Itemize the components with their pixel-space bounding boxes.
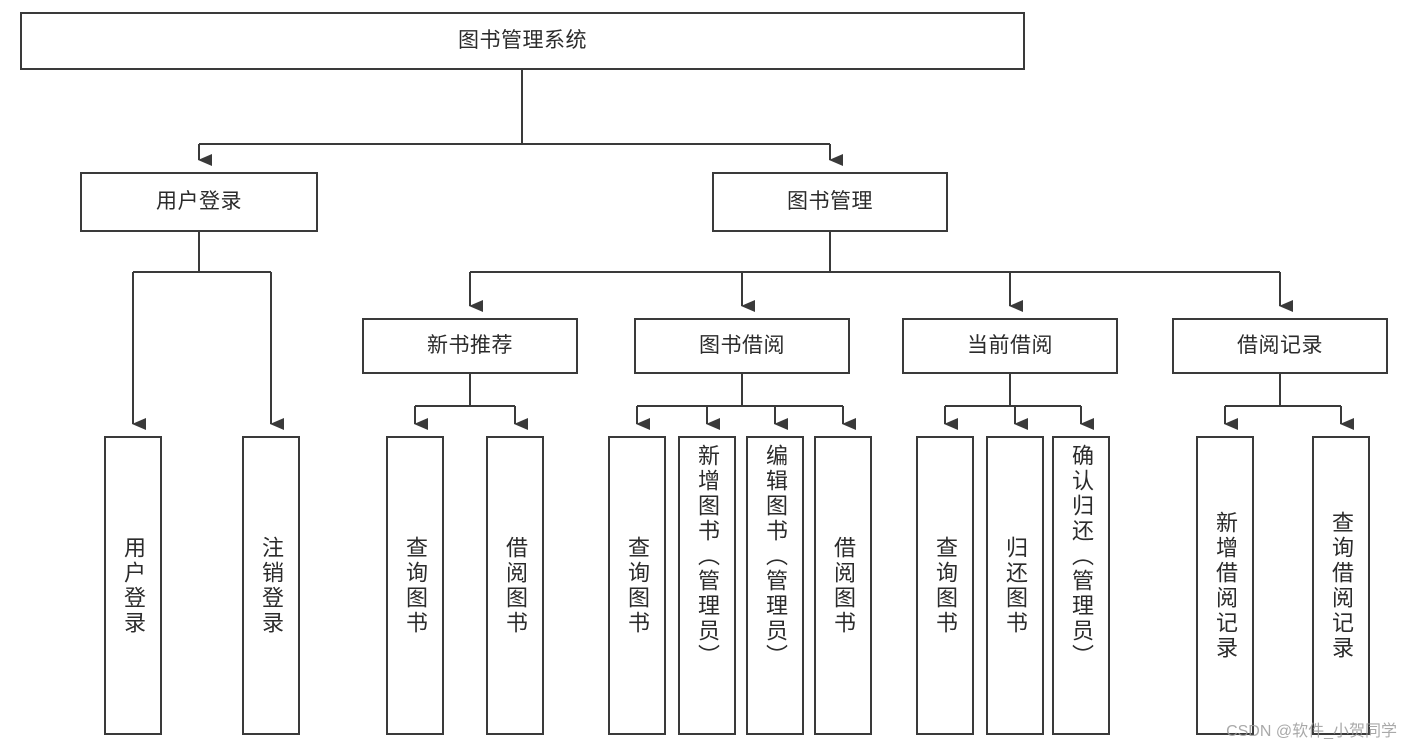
node-root[interactable]: 图书管理系统 bbox=[20, 12, 1025, 70]
node-user-login-label: 用户登录 bbox=[156, 189, 242, 213]
node-leaf-logout[interactable]: 注销登录 bbox=[242, 436, 300, 735]
node-book-borrow[interactable]: 图书借阅 bbox=[634, 318, 850, 374]
node-book-manage-label: 图书管理 bbox=[787, 189, 873, 213]
node-borrow-record-label: 借阅记录 bbox=[1237, 333, 1323, 357]
node-leaf-return-book-label: 归还图书 bbox=[1003, 535, 1028, 636]
node-leaf-user-login-label: 用户登录 bbox=[121, 535, 146, 636]
node-leaf-query-book-recommend[interactable]: 查询图书 bbox=[386, 436, 444, 735]
node-new-book-recommend-label: 新书推荐 bbox=[427, 333, 513, 357]
node-leaf-query-book-borrow[interactable]: 查询图书 bbox=[608, 436, 666, 735]
node-new-book-recommend[interactable]: 新书推荐 bbox=[362, 318, 578, 374]
node-leaf-borrow-book[interactable]: 借阅图书 bbox=[814, 436, 872, 735]
node-leaf-query-book-current-label: 查询图书 bbox=[933, 535, 958, 636]
node-leaf-edit-book-admin[interactable]: 编辑图书（管理员） bbox=[746, 436, 804, 735]
node-leaf-confirm-return-admin[interactable]: 确认归还（管理员） bbox=[1052, 436, 1110, 735]
node-leaf-add-book-admin-label: 新增图书（管理员） bbox=[695, 444, 720, 669]
node-book-manage[interactable]: 图书管理 bbox=[712, 172, 948, 232]
node-leaf-logout-label: 注销登录 bbox=[259, 535, 284, 636]
node-leaf-borrow-book-label: 借阅图书 bbox=[831, 535, 856, 636]
node-leaf-borrow-book-recommend[interactable]: 借阅图书 bbox=[486, 436, 544, 735]
node-leaf-edit-book-admin-label: 编辑图书（管理员） bbox=[763, 444, 788, 669]
node-leaf-query-book-borrow-label: 查询图书 bbox=[625, 535, 650, 636]
watermark-text: CSDN @软件_小贺同学 bbox=[1226, 723, 1397, 740]
node-leaf-add-book-admin[interactable]: 新增图书（管理员） bbox=[678, 436, 736, 735]
node-leaf-query-book-recommend-label: 查询图书 bbox=[403, 535, 428, 636]
node-leaf-borrow-book-recommend-label: 借阅图书 bbox=[503, 535, 528, 636]
node-leaf-query-borrow-record-label: 查询借阅记录 bbox=[1329, 510, 1354, 661]
node-user-login[interactable]: 用户登录 bbox=[80, 172, 318, 232]
node-leaf-add-borrow-record-label: 新增借阅记录 bbox=[1213, 510, 1238, 661]
node-root-label: 图书管理系统 bbox=[458, 28, 587, 52]
node-leaf-query-book-current[interactable]: 查询图书 bbox=[916, 436, 974, 735]
node-leaf-query-borrow-record[interactable]: 查询借阅记录 bbox=[1312, 436, 1370, 735]
node-leaf-return-book[interactable]: 归还图书 bbox=[986, 436, 1044, 735]
node-current-borrow-label: 当前借阅 bbox=[967, 333, 1053, 357]
node-borrow-record[interactable]: 借阅记录 bbox=[1172, 318, 1388, 374]
node-leaf-add-borrow-record[interactable]: 新增借阅记录 bbox=[1196, 436, 1254, 735]
node-leaf-user-login[interactable]: 用户登录 bbox=[104, 436, 162, 735]
node-current-borrow[interactable]: 当前借阅 bbox=[902, 318, 1118, 374]
node-book-borrow-label: 图书借阅 bbox=[699, 333, 785, 357]
node-leaf-confirm-return-admin-label: 确认归还（管理员） bbox=[1069, 444, 1094, 669]
